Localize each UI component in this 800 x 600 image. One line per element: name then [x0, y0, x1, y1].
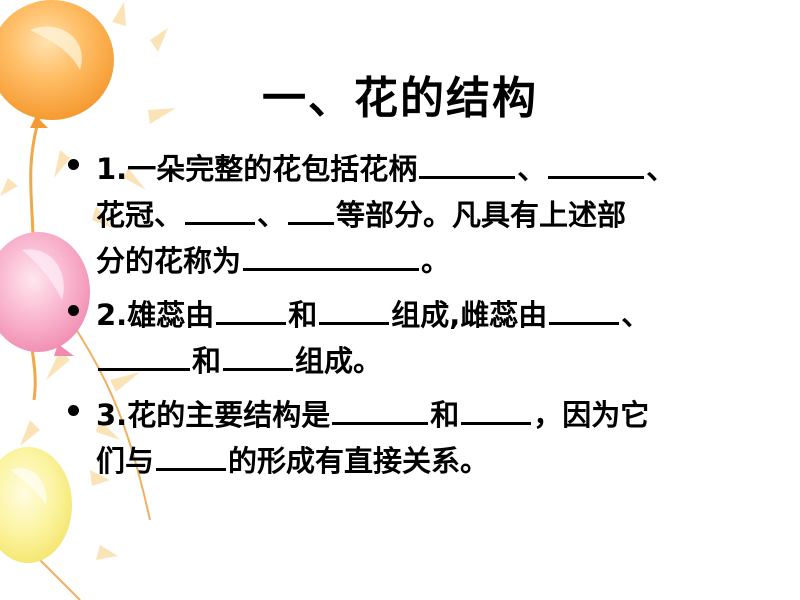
answer-blank[interactable] — [549, 290, 620, 325]
list-item: 1.一朵完整的花包括花柄、、 花冠、、等部分。凡具有上述部 分的花称为。 — [58, 144, 758, 282]
answer-blank[interactable] — [185, 190, 256, 225]
answer-blank[interactable] — [319, 290, 390, 325]
answer-blank[interactable] — [548, 144, 645, 179]
item-text: 的形成有直接关系。 — [228, 444, 490, 478]
item-text: 和 — [288, 298, 318, 332]
item-text: 和 — [192, 344, 222, 378]
item-text: 组成。 — [295, 344, 383, 378]
answer-blank[interactable] — [156, 436, 227, 471]
item-text: 分的花称为 — [96, 244, 242, 278]
item-text: 一朵完整的花包括花柄 — [127, 152, 418, 186]
item-text: 组成,雌蕊由 — [391, 298, 548, 332]
question-list: 1.一朵完整的花包括花柄、、 花冠、、等部分。凡具有上述部 分的花称为。 2.雄… — [58, 144, 758, 490]
slide-title: 一、花的结构 — [262, 73, 538, 124]
bullet-icon — [68, 159, 79, 170]
answer-blank[interactable] — [461, 390, 532, 425]
item-text: ，因为它 — [533, 398, 650, 432]
item-text: 。 — [421, 244, 451, 278]
list-item: 2.雄蕊由和组成,雌蕊由、 和组成。 — [58, 290, 758, 382]
bullet-icon — [68, 305, 79, 316]
answer-blank[interactable] — [243, 236, 420, 271]
item-text: 、 — [621, 298, 651, 332]
item-number: 3. — [96, 398, 128, 432]
orange-balloon — [0, 0, 114, 128]
item-text: 和 — [430, 398, 460, 432]
item-text: 花冠、 — [96, 198, 184, 232]
answer-blank[interactable] — [288, 190, 335, 225]
answer-blank[interactable] — [216, 290, 287, 325]
item-text: 们与 — [96, 444, 155, 478]
item-text: 、 — [517, 152, 547, 186]
item-text: 雄蕊由 — [127, 298, 215, 332]
item-text: 、 — [257, 198, 287, 232]
answer-blank[interactable] — [98, 336, 190, 371]
answer-blank[interactable] — [419, 144, 516, 179]
pink-balloon — [0, 232, 90, 356]
answer-blank[interactable] — [223, 336, 294, 371]
item-text: 、 — [646, 152, 676, 186]
item-number: 2. — [96, 298, 128, 332]
list-item: 3.花的主要结构是 和 ，因为它 们与 的形成有直接关系。 — [58, 390, 758, 482]
answer-blank[interactable] — [332, 390, 429, 425]
bullet-icon — [68, 405, 79, 416]
item-text: 等部分。凡具有上述部 — [336, 198, 627, 232]
item-number: 1. — [96, 152, 128, 186]
item-text: 花的主要结构是 — [127, 398, 331, 432]
yellow-balloon — [0, 447, 72, 563]
